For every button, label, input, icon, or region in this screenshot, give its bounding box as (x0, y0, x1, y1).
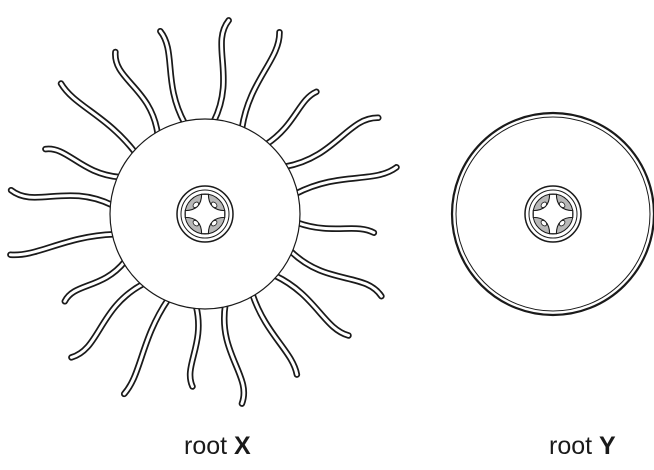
root-hair-outline (71, 284, 143, 358)
root-hair (214, 20, 229, 121)
root-hair (45, 149, 119, 177)
root-hair-outline (290, 251, 381, 296)
root-y-caption: root Y (549, 432, 616, 461)
root-hair (10, 234, 114, 255)
root-hair (65, 261, 125, 301)
root-hair (11, 190, 112, 205)
root-y-vascular-cylinder (525, 186, 581, 242)
root-hair (252, 294, 297, 375)
root-x-caption: root X (184, 432, 251, 461)
root-y-cross-section (452, 113, 654, 315)
root-x-caption-prefix: root (184, 432, 227, 460)
root-hair (296, 167, 397, 193)
root-hair (242, 32, 280, 128)
root-hair-outline (115, 52, 157, 134)
root-y-caption-label: Y (599, 432, 616, 460)
root-x-cross-section (10, 20, 396, 403)
root-x-caption-label: X (234, 432, 251, 460)
root-hair (190, 307, 198, 387)
root-y-caption-prefix: root (549, 432, 592, 460)
root-hair (115, 52, 157, 134)
root-hair-interior (190, 307, 198, 387)
root-hair (160, 31, 184, 123)
root-hair (61, 84, 135, 153)
root-hair (298, 223, 374, 233)
root-hair (267, 92, 317, 144)
root-hair (290, 251, 381, 296)
root-x-vascular-cylinder (177, 186, 233, 242)
root-hair (124, 299, 168, 394)
root-hair-outline (285, 118, 378, 167)
root-hair-outline (224, 305, 244, 404)
root-hair (224, 305, 244, 404)
root-hair (285, 118, 378, 167)
root-hair (275, 276, 349, 336)
root-hair (71, 284, 143, 358)
